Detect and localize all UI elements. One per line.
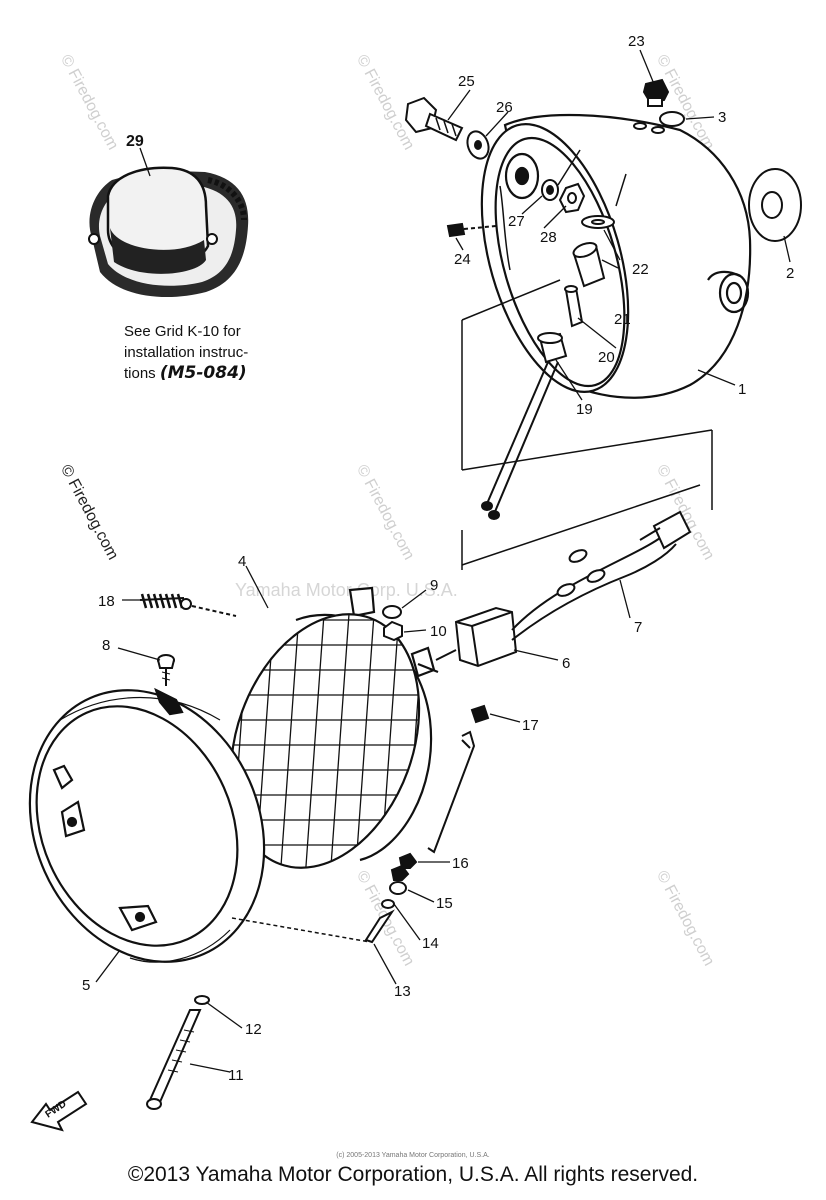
callout-2: 2: [786, 265, 794, 282]
callout-7: 7: [634, 619, 642, 636]
callout-9: 9: [430, 577, 438, 594]
callout-5: 5: [82, 977, 90, 994]
callout-21: 21: [614, 311, 631, 328]
headlight-shell: [480, 113, 752, 399]
callout-11: 11: [228, 1067, 244, 1084]
copyright-footer: ©2013 Yamaha Motor Corporation, U.S.A. A…: [127, 1163, 699, 1186]
callout-23: 23: [628, 33, 645, 50]
callout-28: 28: [540, 229, 557, 246]
callout-3: 3: [718, 109, 726, 126]
leader-lines: [95, 49, 791, 1073]
callout-17: 17: [522, 717, 539, 734]
connector-6: [435, 510, 692, 668]
fwd-arrow: [30, 1090, 88, 1132]
screw-8: [157, 654, 175, 686]
small-parts: [446, 149, 627, 328]
callout-labels: 1 2 3 4 5 6 7 8 9 10 11 12 13 14 15 16 1…: [82, 33, 794, 1084]
callout-1: 1: [738, 381, 746, 398]
callout-26: 26: [496, 99, 513, 116]
callout-13: 13: [394, 983, 411, 1000]
note-line-2: installation instruc-: [124, 344, 249, 361]
screw-11: [146, 995, 210, 1110]
small-print: (c) 2005-2013 Yamaha Motor Corporation, …: [336, 1152, 490, 1159]
headlight-rim-5: [28, 687, 266, 963]
inset-label-29: 29: [126, 133, 144, 150]
callout-19: 19: [576, 401, 593, 418]
callout-24: 24: [454, 251, 471, 268]
note-line-3: tions (M5-084): [124, 363, 284, 384]
bracket-17: [427, 704, 490, 854]
installation-note: See Grid K-10 for installation instruc- …: [124, 321, 284, 384]
grommet-2: [748, 168, 802, 242]
note-line-3-text: tions: [124, 365, 156, 382]
callout-4: 4: [238, 553, 246, 570]
callout-27: 27: [508, 213, 525, 230]
bolt-25: [404, 96, 490, 160]
nuts-13-16: [231, 852, 418, 944]
callout-20: 20: [598, 349, 615, 366]
faint-watermark: Yamaha Motor Corp. U.S.A.: [235, 580, 458, 600]
callout-12: 12: [245, 1021, 262, 1038]
inset-part-29: [88, 166, 249, 298]
assembly-lines: [461, 279, 713, 570]
sealed-beam-4: [200, 586, 451, 881]
callout-15: 15: [436, 895, 453, 912]
callout-22: 22: [632, 261, 649, 278]
note-line-1: See Grid K-10 for: [124, 323, 241, 340]
callout-6: 6: [562, 655, 570, 672]
callout-18: 18: [98, 593, 115, 610]
callout-16: 16: [452, 855, 469, 872]
socket-19: [481, 332, 568, 520]
callout-25: 25: [458, 73, 475, 90]
callout-8: 8: [102, 637, 110, 654]
callout-14: 14: [422, 935, 439, 952]
spring-18: [139, 593, 237, 617]
note-ref: (M5-084): [159, 363, 247, 383]
cap-23: [633, 78, 685, 134]
callout-10: 10: [430, 623, 447, 640]
nut-9-10: [382, 605, 403, 642]
